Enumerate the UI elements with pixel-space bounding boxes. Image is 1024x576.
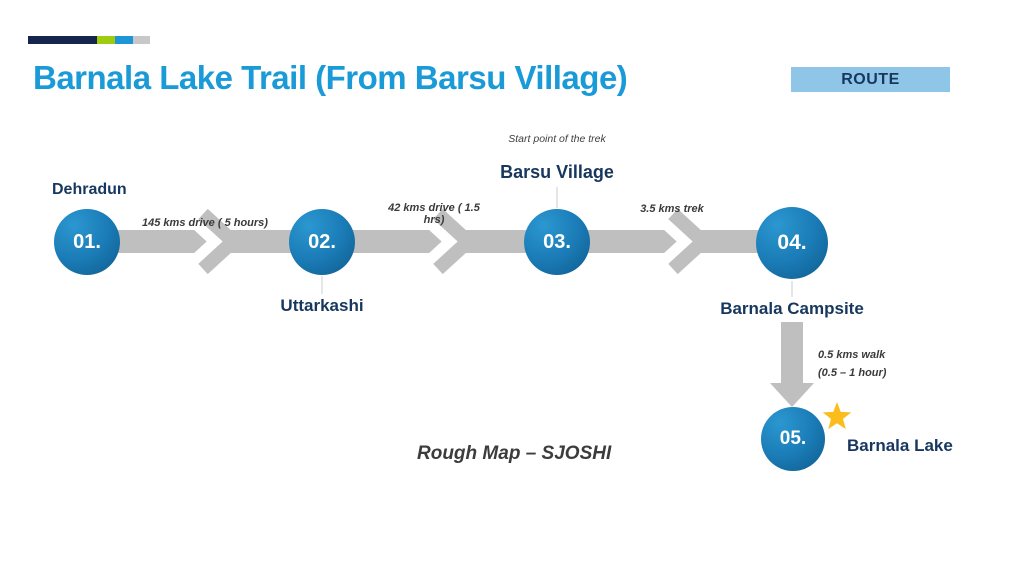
node-circle-02: 02. [289,209,355,275]
node-circle-04: 04. [756,207,828,279]
brand-bar-segment-blue [115,36,133,44]
chevron-arrow-icon-2 [433,208,479,275]
brand-bar-segment-gray [133,36,150,44]
node-circle-05: 05. [761,407,825,471]
brand-bar-segment-green [97,36,115,44]
route-band [87,230,792,253]
brand-bar-segment-navy [28,36,97,44]
node-circle-01: 01. [54,209,120,275]
star-icon [822,402,852,430]
edge-label-drive-42: 42 kms drive ( 1.5 hrs) [388,202,480,226]
route-badge: ROUTE [791,67,950,92]
chevron-arrow-icon-3 [668,208,714,275]
node-label-barnala-lake: Barnala Lake [847,436,953,455]
chevron-gap-1 [182,208,228,275]
node-label-dehradun: Dehradun [52,181,127,198]
node-label-barsu-village: Barsu Village [500,162,614,182]
node-label-barnala-campsite: Barnala Campsite [720,299,864,318]
node-circle-03: 03. [524,209,590,275]
chevron-gap-3 [652,208,698,275]
edge-label-walk-05: 0.5 kms walk (0.5 – 1 hour) [818,347,886,382]
page-title: Barnala Lake Trail (From Barsu Village) [33,59,628,96]
down-arrow-icon [770,322,814,407]
edge-label-walk-line1: 0.5 kms walk [818,349,886,361]
edge-label-trek-35: 3.5 kms trek [640,203,704,215]
chevron-gap-2 [417,208,463,275]
footer-note: Rough Map – SJOSHI [417,443,612,464]
node-label-uttarkashi: Uttarkashi [280,296,364,315]
edge-label-walk-line2: (0.5 – 1 hour) [818,366,887,379]
node-note-start-point: Start point of the trek [508,133,606,145]
edge-label-drive-145: 145 kms drive ( 5 hours) [142,217,268,229]
chevron-arrow-icon-1 [198,208,244,275]
